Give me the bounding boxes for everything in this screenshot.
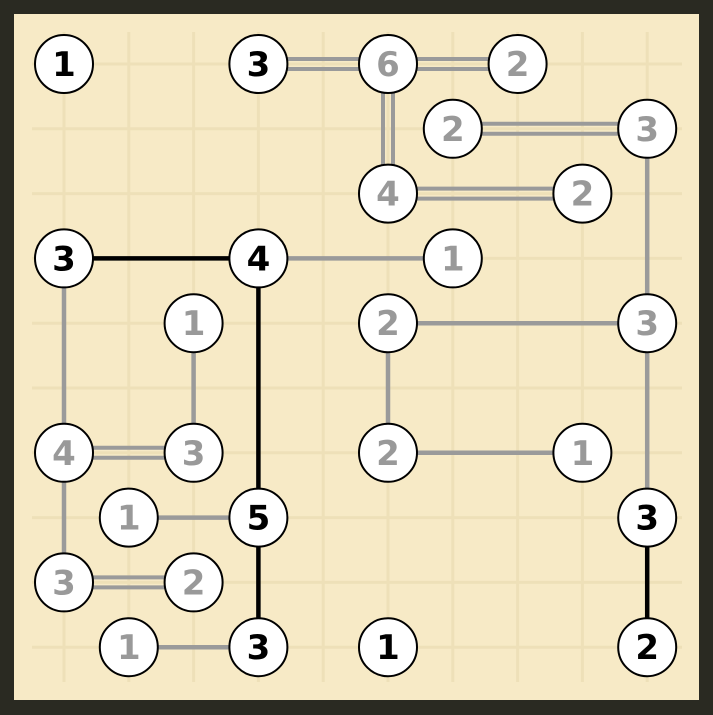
island-number: 4 (247, 239, 271, 279)
island-number: 2 (376, 304, 400, 344)
island-number: 4 (376, 175, 400, 215)
island-number: 2 (376, 434, 400, 474)
island-number: 2 (506, 45, 530, 85)
island-circle (358, 34, 418, 94)
island-circle (617, 293, 678, 354)
island-number: 2 (441, 110, 465, 150)
island-r7-c3[interactable]: 5 (228, 487, 289, 548)
double-bridge-g-h[interactable] (388, 186, 583, 201)
island-r0-c5[interactable]: 6 (358, 34, 418, 94)
island-circle (34, 228, 94, 289)
island-number: 3 (52, 563, 76, 603)
island-r3-c6[interactable]: 1 (422, 228, 483, 289)
island-r8-c0[interactable]: 3 (34, 552, 94, 613)
island-r0-c0[interactable]: 1 (34, 34, 94, 94)
island-number: 3 (247, 628, 271, 668)
island-circle (34, 422, 94, 483)
island-circle (163, 422, 224, 483)
island-number: 3 (247, 45, 271, 85)
island-r9-c5[interactable]: 1 (358, 617, 418, 678)
island-r7-c9[interactable]: 3 (617, 487, 678, 548)
island-circle (552, 163, 613, 224)
island-circle (552, 422, 613, 483)
island-number: 3 (635, 304, 659, 344)
island-r6-c8[interactable]: 1 (552, 422, 613, 483)
island-r9-c9[interactable]: 2 (617, 617, 678, 678)
island-r1-c9[interactable]: 3 (617, 98, 678, 159)
island-number: 4 (52, 434, 76, 474)
island-circle (617, 98, 678, 159)
island-r3-c3[interactable]: 4 (228, 228, 289, 289)
island-circle (34, 552, 94, 613)
island-r3-c0[interactable]: 3 (34, 228, 94, 289)
island-r1-c6[interactable]: 2 (422, 98, 483, 159)
island-r9-c1[interactable]: 1 (98, 617, 159, 678)
island-circle (487, 34, 548, 94)
island-r4-c2[interactable]: 1 (163, 293, 224, 354)
island-number: 1 (52, 45, 76, 85)
island-circle (358, 293, 418, 354)
double-bridge-e-f[interactable] (452, 121, 648, 136)
island-number: 1 (117, 499, 141, 539)
grid-lines (32, 32, 682, 682)
island-circle (98, 617, 159, 678)
island-r0-c3[interactable]: 3 (228, 34, 289, 94)
island-circle (34, 34, 94, 94)
island-r4-c9[interactable]: 3 (617, 293, 678, 354)
island-number: 3 (635, 110, 659, 150)
bridges[interactable] (61, 57, 650, 650)
island-r8-c2[interactable]: 2 (163, 552, 224, 613)
island-r7-c1[interactable]: 1 (98, 487, 159, 548)
island-circle (358, 617, 418, 678)
island-r9-c3[interactable]: 3 (228, 617, 289, 678)
island-r0-c7[interactable]: 2 (487, 34, 548, 94)
island-circle (163, 552, 224, 613)
island-circle (228, 487, 289, 548)
island-r4-c5[interactable]: 2 (358, 293, 418, 354)
island-r6-c0[interactable]: 4 (34, 422, 94, 483)
island-number: 3 (52, 239, 76, 279)
island-circle (358, 422, 418, 483)
island-number: 1 (117, 628, 141, 668)
island-circle (617, 487, 678, 548)
island-number: 2 (635, 628, 659, 668)
island-circle (163, 293, 224, 354)
island-circle (358, 163, 418, 224)
island-number: 1 (182, 304, 206, 344)
island-circle (617, 617, 678, 678)
island-number: 3 (635, 499, 659, 539)
island-circle (228, 617, 289, 678)
island-circle (422, 228, 483, 289)
island-number: 3 (182, 434, 206, 474)
island-number: 5 (247, 499, 271, 539)
island-number: 1 (376, 628, 400, 668)
island-r6-c2[interactable]: 3 (163, 422, 224, 483)
island-circle (98, 487, 159, 548)
island-r6-c5[interactable]: 2 (358, 422, 418, 483)
island-number: 2 (571, 175, 595, 215)
island-number: 2 (182, 563, 206, 603)
island-circle (422, 98, 483, 159)
island-circle (228, 34, 289, 94)
island-circle (228, 228, 289, 289)
island-r2-c5[interactable]: 4 (358, 163, 418, 224)
island-number: 1 (441, 239, 465, 279)
island-number: 1 (571, 434, 595, 474)
island-r2-c8[interactable]: 2 (552, 163, 613, 224)
island-number: 6 (376, 45, 400, 85)
